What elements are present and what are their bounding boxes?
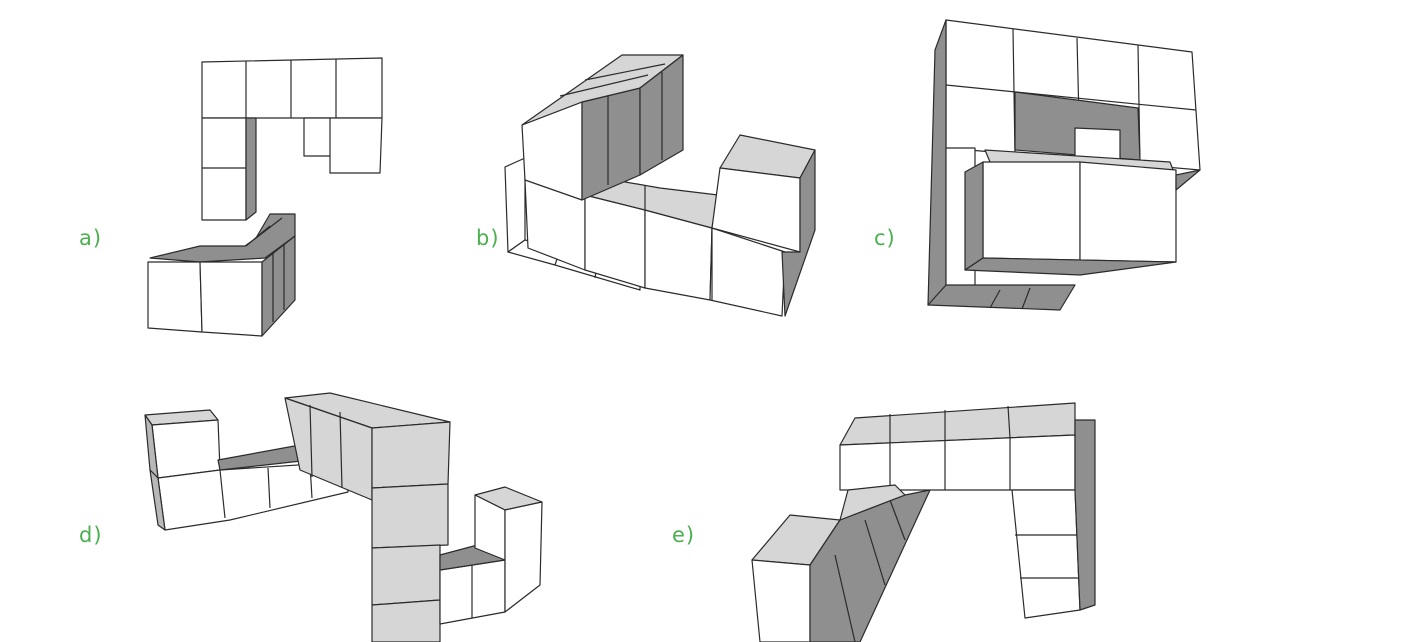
figure-a: [148, 58, 382, 336]
figure-d: [145, 393, 542, 642]
figure-e: [752, 403, 1095, 642]
figure-b: [505, 55, 815, 316]
figure-c: [928, 20, 1200, 310]
